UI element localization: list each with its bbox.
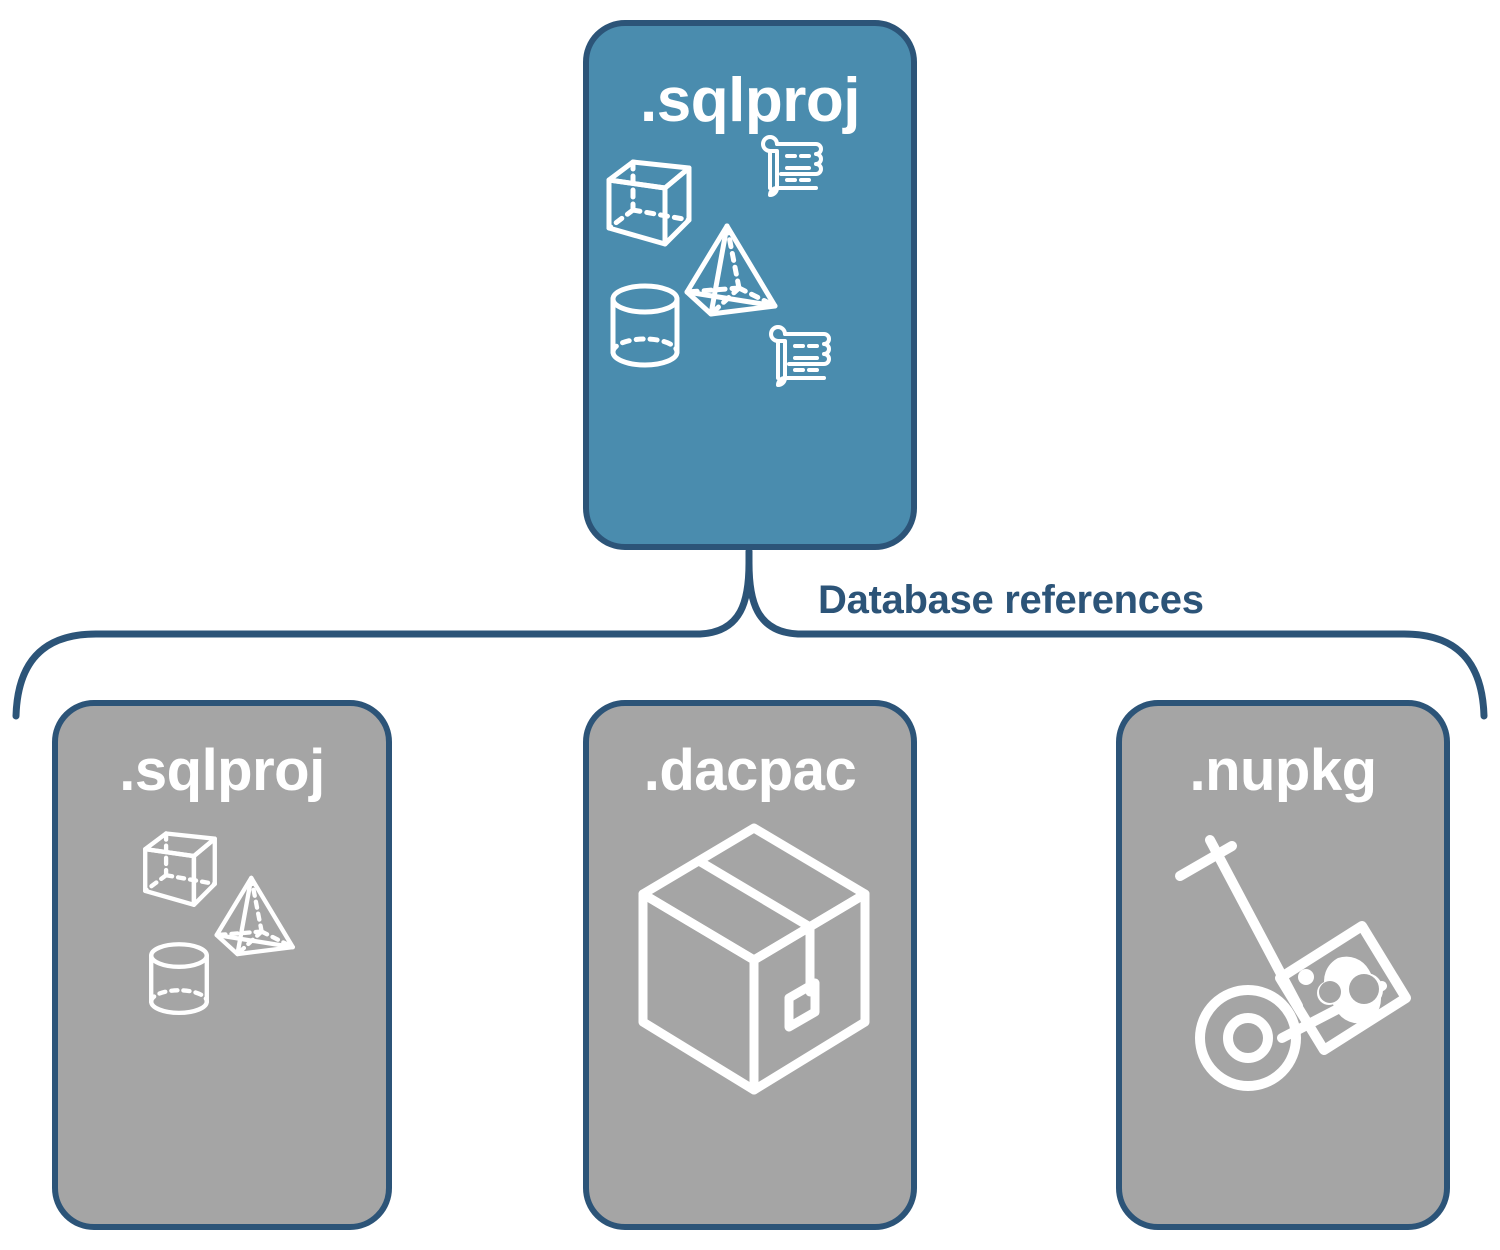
card-title-child-dacpac: .dacpac <box>643 738 857 803</box>
pyramid-icon <box>214 875 295 957</box>
node-card-child-nupkg[interactable]: .nupkg <box>1116 700 1450 1230</box>
node-card-child-sqlproj[interactable]: .sqlproj <box>52 700 392 1230</box>
card-title-child-sqlproj: .sqlproj <box>119 738 325 803</box>
cube-icon <box>143 831 217 907</box>
pyramid-icon <box>684 223 778 317</box>
scroll-icon <box>761 135 823 197</box>
card-art-child-sqlproj <box>58 800 386 1224</box>
connector-label: Database references <box>818 578 1204 622</box>
cube-icon <box>606 159 692 247</box>
node-card-child-dacpac[interactable]: .dacpac <box>583 700 917 1230</box>
node-card-root-sqlproj[interactable]: .sqlproj <box>583 20 917 550</box>
card-art-child-dacpac <box>589 800 911 1224</box>
scroll-icon <box>769 325 831 387</box>
card-title-child-nupkg: .nupkg <box>1189 738 1377 803</box>
card-art-child-nupkg <box>1122 800 1444 1224</box>
card-title-root-sqlproj: .sqlproj <box>640 66 860 135</box>
hand-truck-package-icon <box>1175 835 1411 1091</box>
brace-path <box>12 559 753 720</box>
card-art-root <box>589 132 911 544</box>
cylinder-icon <box>149 942 209 1016</box>
brace-path-right <box>745 559 1488 720</box>
cylinder-icon <box>610 283 680 368</box>
shipping-box-icon <box>638 823 870 1095</box>
